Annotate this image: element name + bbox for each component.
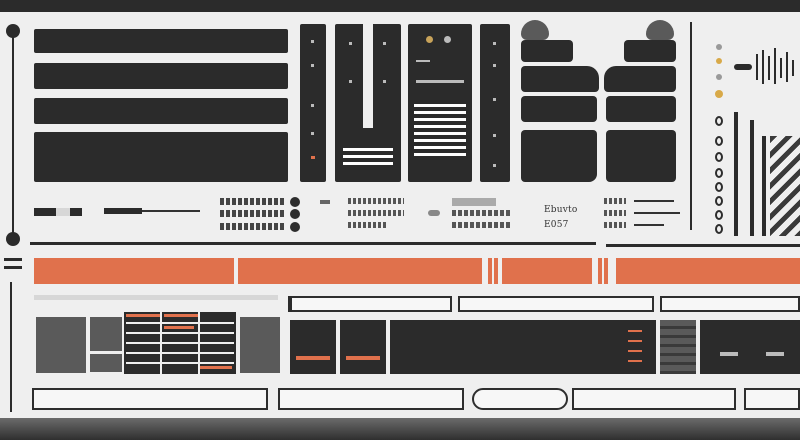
fader-group-2[interactable]: [320, 196, 410, 234]
module-knob-right[interactable]: [646, 20, 674, 40]
strip-led: [311, 64, 314, 67]
lower-left-rule: [10, 282, 12, 412]
lower-input-1-edge: [288, 296, 292, 312]
module-panel-left-2[interactable]: [521, 66, 599, 92]
mini-button-2[interactable]: [56, 208, 70, 216]
lower-progress-track[interactable]: [34, 295, 278, 300]
bottom-button-1[interactable]: [32, 388, 268, 410]
channel-strip-3[interactable]: [408, 24, 472, 182]
lower-panel-wide[interactable]: [390, 320, 656, 374]
channel-strip-1[interactable]: [300, 24, 326, 182]
strip-led: [311, 104, 314, 107]
left-bar-1[interactable]: [34, 29, 288, 53]
module-panel-right-1[interactable]: [624, 40, 676, 62]
lower-panel-1[interactable]: [290, 320, 336, 374]
accent-ribbon-3[interactable]: [502, 258, 592, 284]
strip-knob-amber[interactable]: [426, 36, 433, 43]
module-panel-left-4[interactable]: [521, 130, 597, 182]
bottom-button-2[interactable]: [278, 388, 464, 410]
accent-ribbon-4[interactable]: [616, 258, 800, 284]
module-panel-right-3[interactable]: [606, 96, 676, 122]
mini-button-1[interactable]: [34, 208, 56, 216]
lower-input-3[interactable]: [660, 296, 800, 312]
fader-group-1[interactable]: [220, 196, 302, 234]
left-bar-3[interactable]: [34, 98, 288, 124]
module-panel-left-3[interactable]: [521, 96, 597, 122]
accent-marker[interactable]: [488, 258, 492, 284]
footer-bar: [0, 418, 800, 440]
lower-meter[interactable]: [660, 320, 696, 374]
bottom-button-3[interactable]: [472, 388, 568, 410]
grid-cell-small[interactable]: [90, 354, 122, 372]
strip-led: [311, 132, 314, 135]
right-sawtooth: [770, 136, 800, 236]
waveform-icon: [730, 46, 800, 86]
lower-input-2[interactable]: [458, 296, 654, 312]
mini-slider[interactable]: [104, 208, 142, 214]
strip-led-active: [311, 156, 315, 159]
grid-cell-large-right[interactable]: [240, 317, 280, 373]
strip-divider: [363, 24, 373, 128]
mini-button-3[interactable]: [70, 208, 82, 216]
left-bar-2[interactable]: [34, 63, 288, 89]
slider-handle-bottom[interactable]: [6, 232, 20, 246]
accent-marker[interactable]: [598, 258, 602, 284]
left-marker: [4, 258, 22, 261]
accent-marker[interactable]: [494, 258, 498, 284]
module-knob-left[interactable]: [521, 20, 549, 40]
left-vertical-slider[interactable]: [6, 24, 20, 246]
grid-cell-small[interactable]: [90, 317, 122, 351]
fader-group-3[interactable]: [426, 196, 520, 234]
module-divider: [690, 22, 692, 230]
grid-table[interactable]: [124, 312, 236, 374]
right-fader-rail[interactable]: [762, 136, 766, 236]
badge-label-top: Ebuvto: [544, 205, 578, 215]
badge-label-bottom: E057: [544, 220, 569, 230]
strip-meter: [414, 104, 466, 160]
strip-led: [311, 40, 314, 43]
accent-ribbon-1[interactable]: [34, 258, 234, 284]
right-fader-rail[interactable]: [734, 112, 738, 236]
bottom-button-5[interactable]: [744, 388, 800, 410]
lower-input-1[interactable]: [288, 296, 452, 312]
bottom-button-4[interactable]: [572, 388, 736, 410]
channel-strip-2[interactable]: [335, 24, 401, 182]
channel-strip-4[interactable]: [480, 24, 510, 182]
grid-cell-large-left[interactable]: [36, 317, 86, 373]
left-panel-large[interactable]: [34, 132, 288, 182]
lower-panel-2[interactable]: [340, 320, 386, 374]
module-panel-right-2[interactable]: [604, 66, 676, 92]
strip-meter: [343, 148, 393, 169]
lower-panel-right[interactable]: [700, 320, 800, 374]
fader-group-4[interactable]: [604, 196, 684, 234]
section-divider-right: [606, 244, 800, 247]
accent-marker[interactable]: [604, 258, 608, 284]
top-header-bar: [0, 0, 800, 12]
accent-ribbon-2[interactable]: [238, 258, 482, 284]
section-divider: [30, 242, 596, 245]
module-panel-right-4[interactable]: [606, 130, 676, 182]
module-panel-left-1[interactable]: [521, 40, 573, 62]
slider-handle-top[interactable]: [6, 24, 20, 38]
left-marker: [4, 266, 22, 269]
mini-slider-track: [142, 210, 200, 212]
strip-knob[interactable]: [444, 36, 451, 43]
right-fader-rail[interactable]: [750, 120, 754, 236]
right-knob-column: [710, 40, 800, 240]
